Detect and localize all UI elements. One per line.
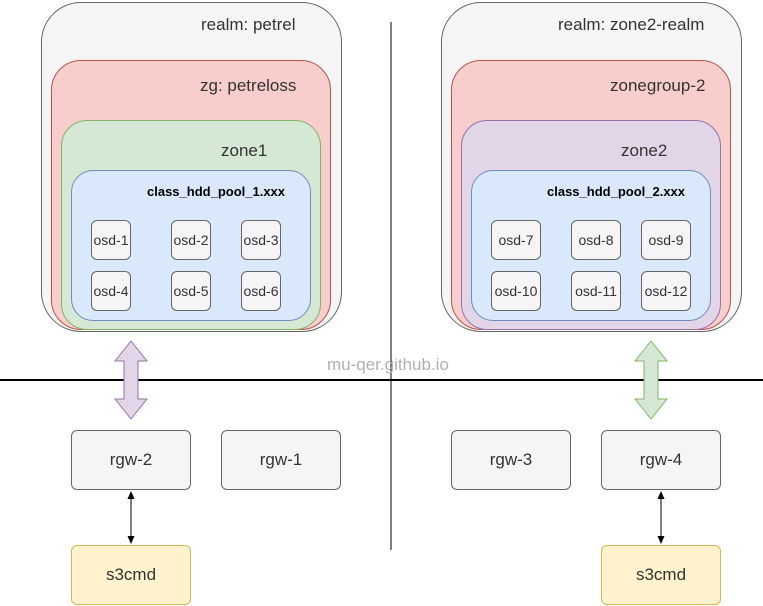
zone-right-label: zone2	[621, 141, 668, 160]
gateway-rgw-4[interactable]: rgw-4	[601, 430, 721, 490]
gateway-rgw-1[interactable]: rgw-1	[221, 430, 341, 490]
osd-node[interactable]: osd-8	[571, 220, 621, 260]
osd-node[interactable]: osd-2	[171, 220, 211, 260]
gateway-rgw-3[interactable]: rgw-3	[451, 430, 571, 490]
watermark-text: mu-qer.github.io	[327, 355, 449, 374]
zonegroup-right-label: zonegroup-2	[610, 76, 706, 95]
zone-left-label: zone1	[221, 141, 268, 160]
pool-right-label: class_hdd_pool_2.xxx	[547, 184, 686, 199]
osd-node[interactable]: osd-7	[491, 220, 541, 260]
zonegroup-left-label: zg: petreloss	[200, 76, 297, 95]
osd-node[interactable]: osd-6	[241, 271, 281, 311]
client-s3cmd-right[interactable]: s3cmd	[601, 545, 721, 605]
osd-node[interactable]: osd-9	[641, 220, 691, 260]
osd-node[interactable]: osd-11	[571, 271, 621, 311]
client-s3cmd-left[interactable]: s3cmd	[71, 545, 191, 605]
osd-node[interactable]: osd-5	[171, 271, 211, 311]
osd-node[interactable]: osd-12	[641, 271, 691, 311]
realm-left-label: realm: petrel	[201, 15, 296, 34]
gateway-rgw-2[interactable]: rgw-2	[71, 430, 191, 490]
osd-node[interactable]: osd-1	[91, 220, 131, 260]
osd-node[interactable]: osd-10	[491, 271, 541, 311]
realm-right-label: realm: zone2-realm	[558, 15, 705, 34]
pool-left-label: class_hdd_pool_1.xxx	[147, 184, 286, 199]
osd-node[interactable]: osd-4	[91, 271, 131, 311]
osd-node[interactable]: osd-3	[241, 220, 281, 260]
